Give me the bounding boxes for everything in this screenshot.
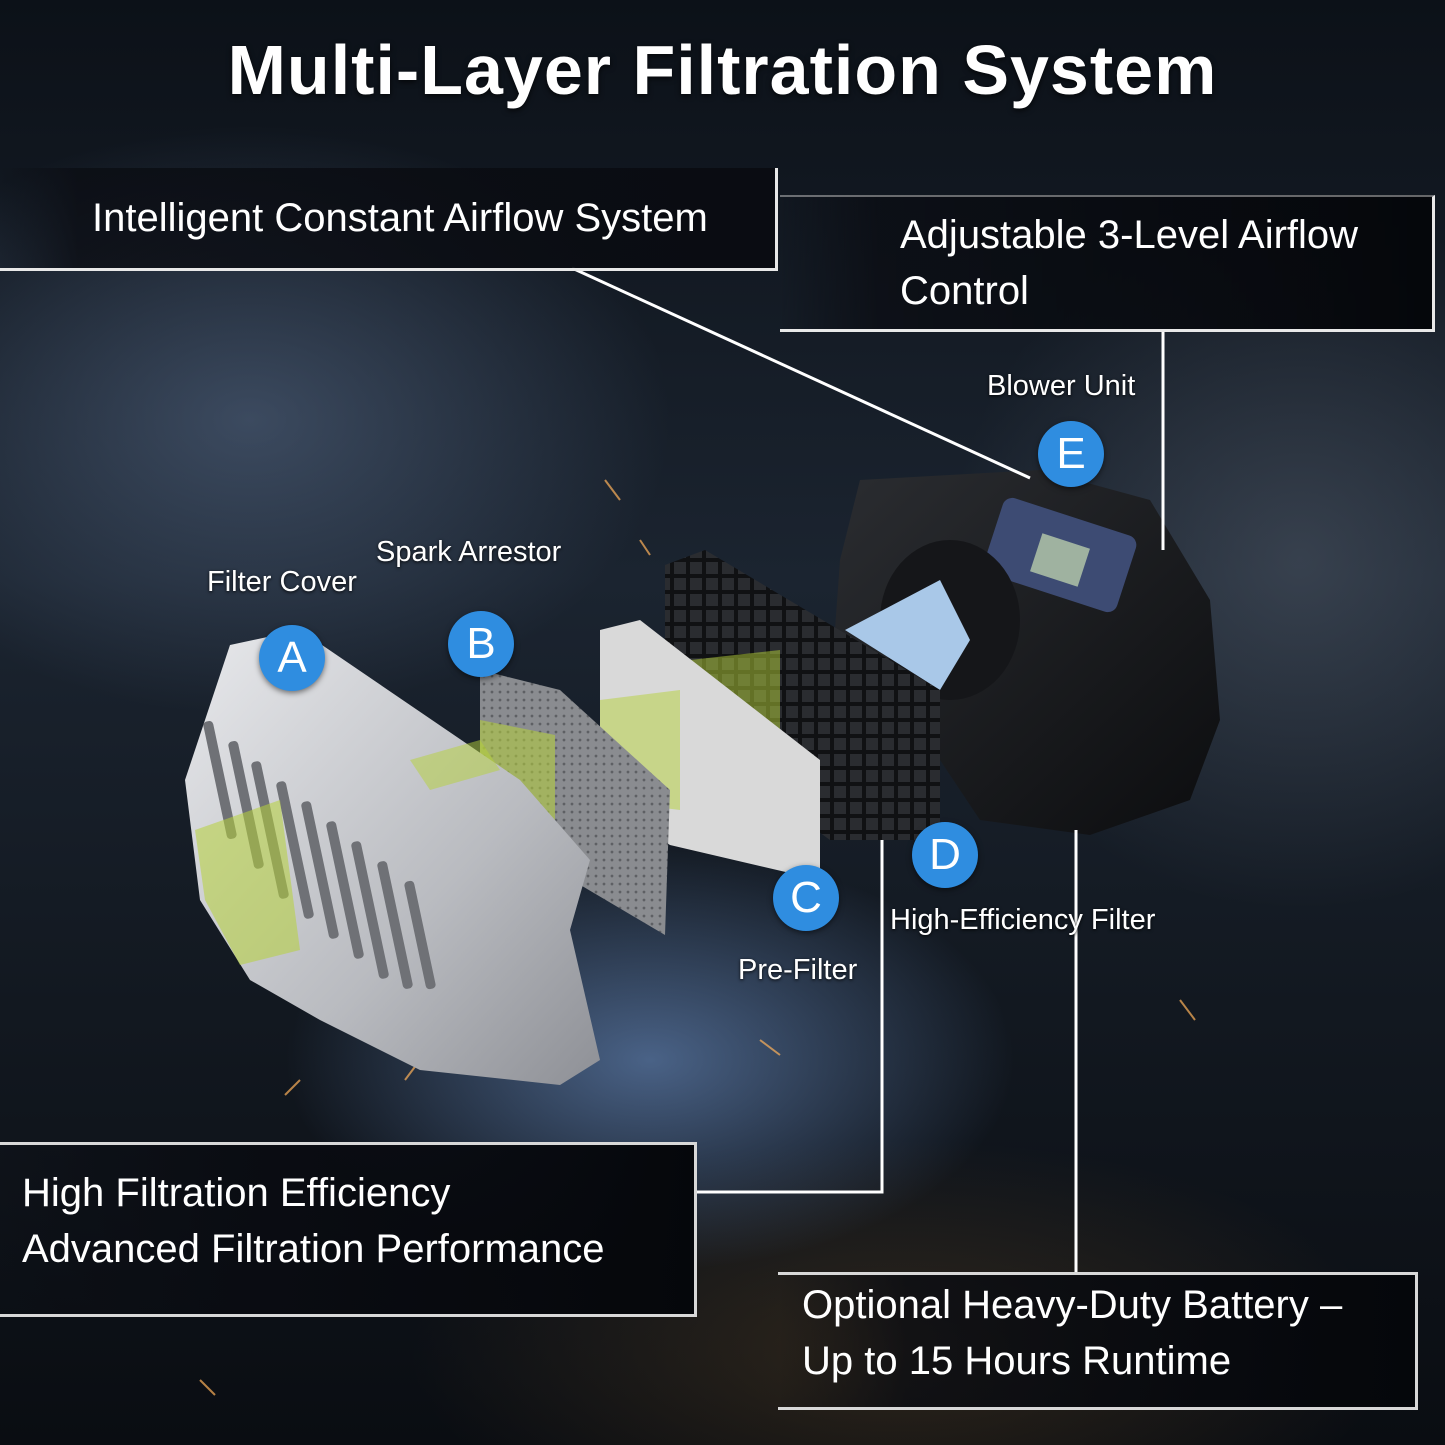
marker-e: E — [1038, 421, 1104, 487]
marker-c: C — [773, 865, 839, 931]
label-blower-unit: Blower Unit — [987, 370, 1136, 402]
callout-filtration-efficiency: High Filtration Efficiency Advanced Filt… — [0, 1142, 697, 1317]
page-title: Multi-Layer Filtration System — [227, 31, 1218, 109]
callout-airflow-control: Adjustable 3-Level Airflow Control — [780, 195, 1435, 332]
marker-d: D — [912, 822, 978, 888]
filter-cover-shape — [185, 630, 600, 1085]
label-spark-arrestor: Spark Arrestor — [376, 536, 562, 568]
label-high-efficiency-filter: High-Efficiency Filter — [890, 904, 1156, 936]
callout-battery: Optional Heavy-Duty Battery – Up to 15 H… — [778, 1272, 1418, 1410]
marker-b: B — [448, 611, 514, 677]
callout-airflow-control-line-2: Control — [900, 269, 1029, 313]
label-filter-cover: Filter Cover — [207, 566, 357, 598]
callout-airflow-system-text: Intelligent Constant Airflow System — [92, 196, 708, 240]
callout-battery-line-2: Up to 15 Hours Runtime — [802, 1339, 1232, 1383]
callout-airflow-system: Intelligent Constant Airflow System — [0, 168, 778, 271]
callout-battery-line-1: Optional Heavy-Duty Battery – — [802, 1283, 1343, 1327]
marker-a: A — [259, 625, 325, 691]
callout-airflow-control-line-1: Adjustable 3-Level Airflow — [900, 213, 1359, 257]
callout-filtration-line-1: High Filtration Efficiency — [22, 1171, 451, 1215]
label-pre-filter: Pre-Filter — [738, 954, 858, 986]
callout-filtration-line-2: Advanced Filtration Performance — [22, 1227, 605, 1271]
leader-lines — [571, 266, 1165, 1272]
